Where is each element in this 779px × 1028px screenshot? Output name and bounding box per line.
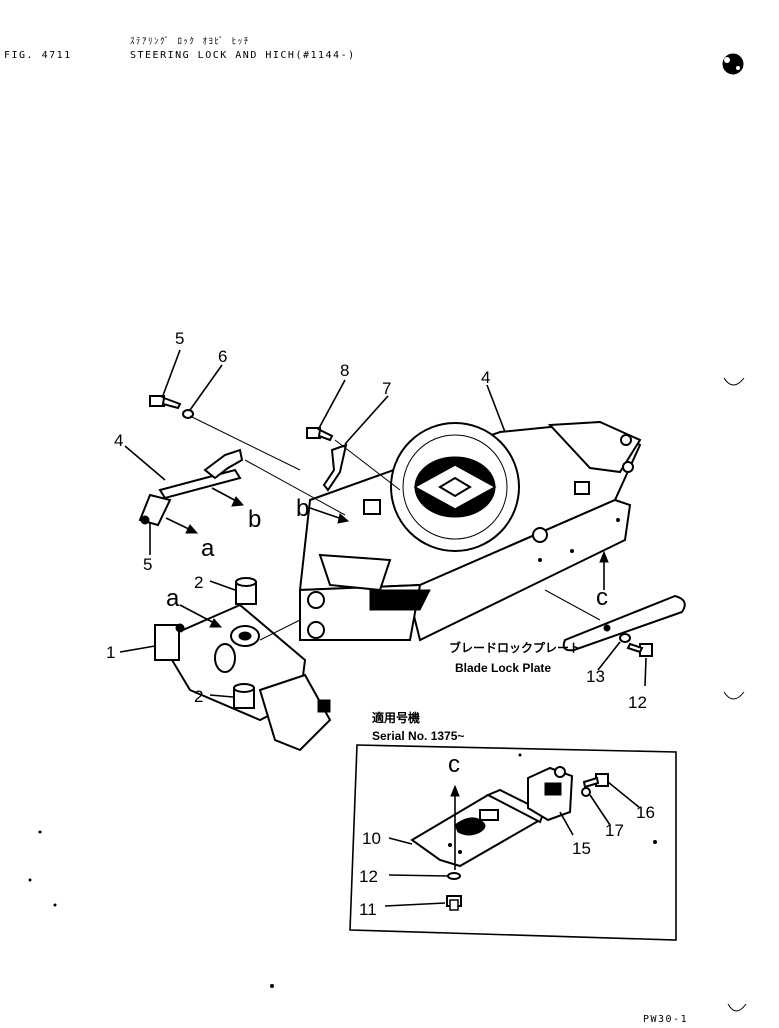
blade-lock-plate-label-en: Blade Lock Plate	[455, 661, 551, 675]
washer-inset-12	[447, 872, 461, 880]
bolt-13	[626, 642, 653, 657]
callout-3: 4	[481, 368, 490, 387]
callout-11: 11	[359, 900, 377, 919]
callout-15: 15	[572, 839, 591, 858]
inset-serial-number: Serial No. 1375~	[372, 729, 464, 743]
callout-5: 5	[143, 555, 152, 574]
figure-number: FIG. 4711	[4, 50, 72, 61]
callout-4: 4	[114, 431, 123, 450]
bushing-upper	[235, 577, 257, 605]
bracket-inset-15	[527, 766, 574, 822]
bolt-inset-11	[446, 895, 462, 911]
callout-2-lower: 2	[194, 687, 203, 706]
binder-hole-mark	[723, 691, 745, 700]
title-japanese: ｽﾃｱﾘﾝｸﾞ ﾛｯｸ ｵﾖﾋﾞ ﾋｯﾁ	[130, 37, 250, 47]
binder-hole-mark	[727, 1003, 747, 1012]
bushing-lower	[233, 683, 255, 709]
bolt-9	[306, 427, 334, 442]
blade-lock-plate	[562, 594, 686, 652]
ref-letter-a-lever: a	[201, 535, 215, 562]
callout-9: 8	[340, 361, 349, 380]
reference-arrows	[165, 487, 609, 628]
inset-frame	[349, 744, 677, 941]
inset-leader-lines	[384, 781, 641, 907]
blade-lock-plate-label-jp: ブレードロックプレート	[449, 640, 581, 655]
main-frame	[298, 420, 642, 642]
callout-16: 16	[636, 803, 655, 822]
bolt-inset-16	[582, 773, 609, 789]
bolt-6	[149, 395, 182, 410]
callout-12: 12	[359, 867, 378, 886]
steering-lock-lever	[138, 448, 244, 527]
logo-mark	[722, 53, 744, 75]
ref-letter-c-inset: c	[448, 751, 460, 778]
leader-lines	[119, 349, 647, 698]
callout-8: 7	[382, 379, 391, 398]
lock-plate-inset-10	[410, 788, 546, 868]
scan-specks	[28, 753, 657, 988]
callout-1: 1	[106, 643, 115, 662]
callout-6: 5	[175, 329, 184, 348]
ref-letter-b-lever: b	[248, 506, 261, 533]
callout-13: 12	[628, 693, 647, 712]
callout-17: 17	[605, 821, 624, 840]
ref-letter-c-frame: c	[596, 584, 608, 611]
inset-applicable-jp: 適用号機	[372, 710, 420, 725]
washer-inset-17	[581, 787, 591, 797]
callout-2-upper: 2	[194, 573, 203, 592]
binder-hole-mark	[723, 377, 745, 386]
page-code: PW30-1	[643, 1014, 689, 1025]
hitch-assembly	[154, 603, 332, 752]
bracket-8	[322, 443, 348, 492]
ref-letter-a-hitch: a	[166, 585, 180, 612]
callout-14: 13	[586, 667, 605, 686]
callout-7: 6	[218, 347, 227, 366]
ref-letter-b-frame: b	[296, 495, 309, 522]
washer-14	[619, 633, 631, 643]
callout-10: 10	[362, 829, 381, 848]
title-english: STEERING LOCK AND HICH(#1144-)	[130, 50, 356, 61]
